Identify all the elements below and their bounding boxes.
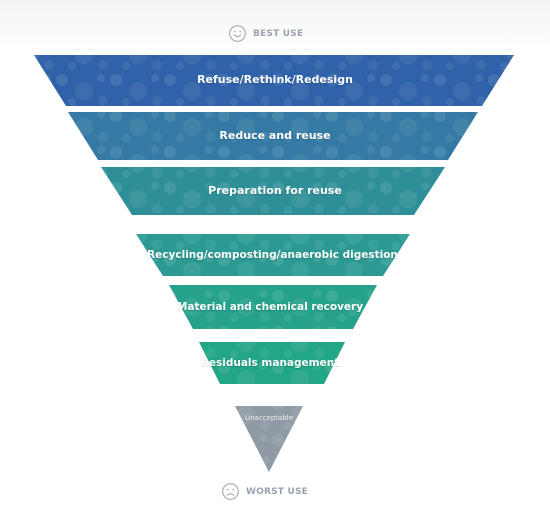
tier-7-label: Unacceptable xyxy=(244,414,294,423)
tier-unacceptable xyxy=(235,406,303,472)
tier-5-label: Material and chemical recovery xyxy=(176,300,364,313)
tier-1-label: Refuse/Rethink/Redesign xyxy=(197,73,353,87)
sad-face-icon xyxy=(222,483,239,500)
tier-2-label: Reduce and reuse xyxy=(219,128,331,142)
tier-material-chemical-recovery xyxy=(169,285,377,329)
tier-preparation-for-reuse xyxy=(101,167,445,215)
smiley-face-icon xyxy=(229,25,246,42)
tier-3-label: Preparation for reuse xyxy=(208,183,342,197)
tier-4-label: Recycling/composting/anaerobic digestion xyxy=(147,248,398,261)
tier-6-label: Residuals management xyxy=(200,356,340,369)
top-band-background xyxy=(0,0,550,52)
tier-reduce-and-reuse xyxy=(68,112,478,160)
worst-use-label: WORST USE xyxy=(246,486,309,497)
worst-use-marker: WORST USE xyxy=(221,482,308,501)
tier-recycling xyxy=(136,234,410,276)
tier-residuals-management xyxy=(199,342,345,384)
best-use-label: BEST USE xyxy=(253,28,304,39)
tier-refuse-rethink-redesign xyxy=(34,55,514,106)
best-use-marker: BEST USE xyxy=(228,24,303,43)
